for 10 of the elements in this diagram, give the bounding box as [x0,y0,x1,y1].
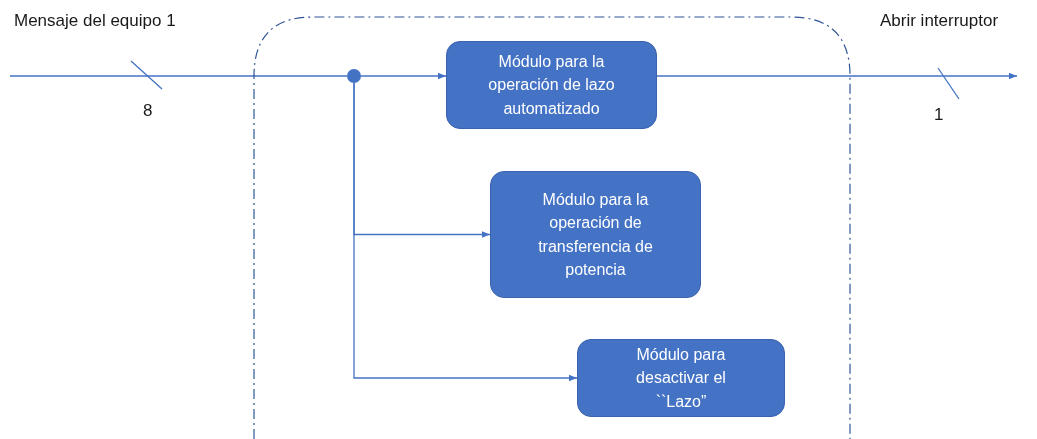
module-box: Módulo para la operación de transferencia de potencia [490,171,701,298]
module-box: Módulo para desactivar el ``Lazo” [577,339,785,417]
signal-label: Abrir interruptor [880,10,999,32]
connector-arrow [353,82,578,382]
module-box: Módulo para la operación de lazo automatizado [446,41,657,129]
signal-label: 1 [934,104,944,126]
signal-label: Mensaje del equipo 1 [14,10,176,32]
connector-arrow [360,72,447,80]
connector-arrow [656,72,1018,80]
signal-label: 8 [143,100,153,122]
